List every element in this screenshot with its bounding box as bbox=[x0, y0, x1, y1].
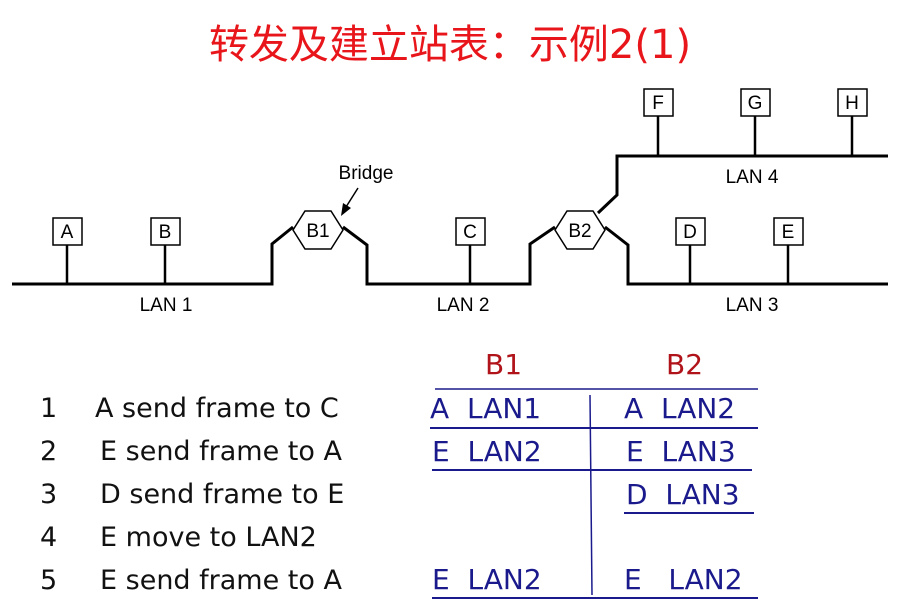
step-text: E move to LAN2 bbox=[100, 522, 317, 553]
lan2-label: LAN 2 bbox=[437, 295, 490, 316]
slide-title: 转发及建立站表：示例2(1) bbox=[208, 22, 692, 68]
station-h-box bbox=[837, 88, 868, 117]
table-header-b2: B2 bbox=[666, 348, 704, 381]
step-number: 4 bbox=[40, 522, 58, 553]
station-d: D bbox=[683, 222, 697, 243]
step-text: A send frame to C bbox=[95, 393, 339, 424]
row-underline bbox=[432, 469, 752, 471]
station-a-box bbox=[52, 217, 83, 246]
station-a: A bbox=[61, 222, 74, 243]
step-text: E send frame to A bbox=[100, 436, 342, 467]
station-h: H bbox=[845, 93, 859, 114]
station-f-box bbox=[643, 88, 674, 117]
row-underline bbox=[430, 427, 758, 429]
lan1-line bbox=[12, 225, 294, 286]
b1-entry: A LAN1 bbox=[430, 392, 542, 425]
b2-entry: E LAN3 bbox=[626, 435, 736, 468]
step-number: 2 bbox=[40, 436, 58, 467]
bridge-b1-icon bbox=[292, 210, 344, 250]
station-g: G bbox=[748, 93, 763, 114]
lan4-label: LAN 4 bbox=[726, 167, 779, 188]
station-c-box bbox=[455, 217, 486, 246]
b1-entry: E LAN2 bbox=[432, 435, 542, 468]
step-number: 1 bbox=[40, 393, 58, 424]
bridge-b2-icon bbox=[554, 210, 606, 250]
bridge-b1-label: B1 bbox=[306, 221, 329, 242]
row-underline bbox=[432, 597, 758, 599]
lan3-label: LAN 3 bbox=[726, 295, 779, 316]
station-e: E bbox=[782, 222, 795, 243]
step-number: 5 bbox=[40, 565, 58, 596]
table-divider bbox=[589, 394, 593, 596]
step-text: E send frame to A bbox=[100, 565, 342, 596]
b2-entry: E LAN2 bbox=[624, 563, 743, 596]
station-f: F bbox=[652, 93, 664, 114]
table-header-b1: B1 bbox=[485, 348, 523, 381]
step-text: D send frame to E bbox=[100, 479, 345, 510]
callout-arrow bbox=[341, 187, 359, 216]
lan3-line bbox=[604, 225, 888, 286]
station-b: B bbox=[159, 222, 172, 243]
station-e-box bbox=[773, 217, 804, 246]
step-number: 3 bbox=[40, 479, 58, 510]
station-c: C bbox=[463, 222, 477, 243]
lan4-line bbox=[596, 154, 888, 215]
b2-entry: D LAN3 bbox=[626, 478, 740, 511]
station-b-box bbox=[150, 217, 181, 246]
bridge-b2-label: B2 bbox=[568, 221, 591, 242]
station-d-box bbox=[675, 217, 706, 246]
bridge-callout: Bridge bbox=[339, 163, 394, 184]
b1-entry: E LAN2 bbox=[432, 563, 542, 596]
station-g-box bbox=[740, 88, 771, 117]
b2-entry: A LAN2 bbox=[624, 392, 736, 425]
lan2-line bbox=[342, 225, 556, 286]
lan1-label: LAN 1 bbox=[140, 295, 193, 316]
row-underline bbox=[624, 512, 754, 514]
